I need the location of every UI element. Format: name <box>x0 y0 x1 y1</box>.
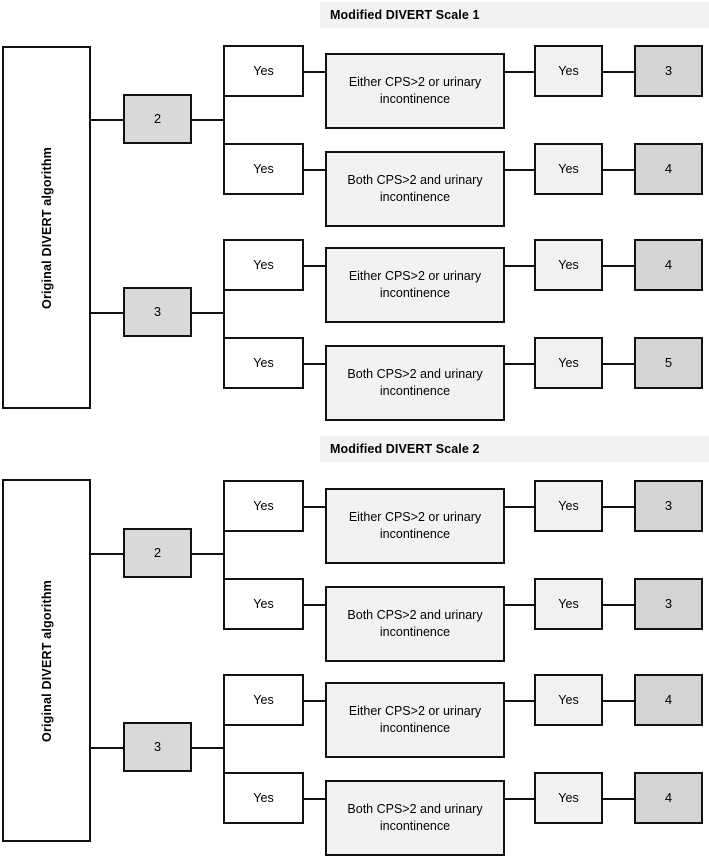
score-box-s1-b2-r2: 4 <box>634 143 703 195</box>
branch-node-2-s1: 2 <box>123 94 192 144</box>
original-divert-algorithm-box-1: Original DIVERT algorithm <box>2 46 91 409</box>
yes-box-left-s1-b2-r2: Yes <box>223 143 304 195</box>
connector-condition-to-yes-s2-b2-r2 <box>504 604 535 606</box>
connector-branch-2-to-bus-s2 <box>190 553 224 555</box>
yes-box-left-s2-b3-r2: Yes <box>223 772 304 824</box>
connector-yes-to-condition-s1-b3-r1 <box>303 265 326 267</box>
yes-box-left-s2-b2-r1: Yes <box>223 480 304 532</box>
score-box-s2-b3-r1: 4 <box>634 674 703 726</box>
section-header-scale-1: Modified DIVERT Scale 1 <box>320 2 709 28</box>
condition-box-s2-b3-r2: Both CPS>2 and urinary incontinence <box>325 780 505 856</box>
yes-box-left-s1-b3-r2: Yes <box>223 337 304 389</box>
connector-condition-to-yes-s2-b3-r1 <box>504 700 535 702</box>
yes-box-left-s2-b2-r2: Yes <box>223 578 304 630</box>
branch-node-2-s2: 2 <box>123 528 192 578</box>
score-box-s1-b2-r1: 3 <box>634 45 703 97</box>
original-divert-algorithm-label: Original DIVERT algorithm <box>39 146 54 309</box>
connector-algo-to-branch-2-s1 <box>89 119 124 121</box>
connector-yes-to-score-s1-b2-r2 <box>602 169 635 171</box>
condition-box-s1-b2-r1: Either CPS>2 or urinary incontinence <box>325 53 505 129</box>
connector-yes-to-score-s1-b3-r2 <box>602 363 635 365</box>
connector-branch-3-to-bus-s1 <box>190 312 224 314</box>
yes-box-right-s2-b3-r1: Yes <box>534 674 603 726</box>
branch-node-3-s1: 3 <box>123 287 192 337</box>
connector-yes-to-score-s1-b2-r1 <box>602 71 635 73</box>
vertical-bus-branch-2-s2 <box>223 506 225 604</box>
connector-condition-to-yes-s2-b2-r1 <box>504 506 535 508</box>
section-header-scale-2: Modified DIVERT Scale 2 <box>320 436 709 462</box>
original-divert-algorithm-label-2: Original DIVERT algorithm <box>39 579 54 742</box>
connector-algo-to-branch-2-s2 <box>89 553 124 555</box>
connector-condition-to-yes-s1-b3-r1 <box>504 265 535 267</box>
score-box-s1-b3-r2: 5 <box>634 337 703 389</box>
section-header-label-2: Modified DIVERT Scale 2 <box>330 442 480 456</box>
scale-section-1: Modified DIVERT Scale 1 Original DIVERT … <box>0 0 709 425</box>
connector-yes-to-condition-s2-b3-r2 <box>303 798 326 800</box>
original-divert-algorithm-box-2: Original DIVERT algorithm <box>2 479 91 842</box>
connector-condition-to-yes-s2-b3-r2 <box>504 798 535 800</box>
vertical-bus-branch-3-s2 <box>223 700 225 798</box>
connector-yes-to-condition-s2-b2-r1 <box>303 506 326 508</box>
connector-yes-to-condition-s1-b2-r1 <box>303 71 326 73</box>
yes-box-right-s1-b2-r2: Yes <box>534 143 603 195</box>
connector-condition-to-yes-s1-b2-r2 <box>504 169 535 171</box>
score-box-s2-b2-r1: 3 <box>634 480 703 532</box>
connector-branch-2-to-bus-s1 <box>190 119 224 121</box>
score-box-s2-b2-r2: 3 <box>634 578 703 630</box>
score-box-s1-b3-r1: 4 <box>634 239 703 291</box>
yes-box-left-s1-b2-r1: Yes <box>223 45 304 97</box>
connector-yes-to-condition-s2-b3-r1 <box>303 700 326 702</box>
connector-yes-to-score-s1-b3-r1 <box>602 265 635 267</box>
vertical-bus-branch-2-s1 <box>223 71 225 169</box>
condition-box-s1-b3-r1: Either CPS>2 or urinary incontinence <box>325 247 505 323</box>
connector-condition-to-yes-s1-b3-r2 <box>504 363 535 365</box>
yes-box-left-s2-b3-r1: Yes <box>223 674 304 726</box>
score-box-s2-b3-r2: 4 <box>634 772 703 824</box>
connector-yes-to-condition-s1-b3-r2 <box>303 363 326 365</box>
condition-box-s1-b2-r2: Both CPS>2 and urinary incontinence <box>325 151 505 227</box>
yes-box-right-s1-b2-r1: Yes <box>534 45 603 97</box>
connector-yes-to-score-s2-b3-r2 <box>602 798 635 800</box>
yes-box-right-s1-b3-r1: Yes <box>534 239 603 291</box>
connector-yes-to-score-s2-b3-r1 <box>602 700 635 702</box>
yes-box-right-s2-b3-r2: Yes <box>534 772 603 824</box>
connector-condition-to-yes-s1-b2-r1 <box>504 71 535 73</box>
connector-yes-to-condition-s1-b2-r2 <box>303 169 326 171</box>
connector-algo-to-branch-3-s1 <box>89 312 124 314</box>
connector-algo-to-branch-3-s2 <box>89 747 124 749</box>
section-header-label: Modified DIVERT Scale 1 <box>330 8 480 22</box>
scale-section-2: Modified DIVERT Scale 2 Original DIVERT … <box>0 436 709 856</box>
condition-box-s2-b2-r1: Either CPS>2 or urinary incontinence <box>325 488 505 564</box>
branch-node-3-s2: 3 <box>123 722 192 772</box>
connector-yes-to-score-s2-b2-r1 <box>602 506 635 508</box>
condition-box-s2-b2-r2: Both CPS>2 and urinary incontinence <box>325 586 505 662</box>
condition-box-s1-b3-r2: Both CPS>2 and urinary incontinence <box>325 345 505 421</box>
yes-box-left-s1-b3-r1: Yes <box>223 239 304 291</box>
yes-box-right-s1-b3-r2: Yes <box>534 337 603 389</box>
connector-yes-to-score-s2-b2-r2 <box>602 604 635 606</box>
connector-branch-3-to-bus-s2 <box>190 747 224 749</box>
condition-box-s2-b3-r1: Either CPS>2 or urinary incontinence <box>325 682 505 758</box>
yes-box-right-s2-b2-r2: Yes <box>534 578 603 630</box>
yes-box-right-s2-b2-r1: Yes <box>534 480 603 532</box>
connector-yes-to-condition-s2-b2-r2 <box>303 604 326 606</box>
vertical-bus-branch-3-s1 <box>223 265 225 363</box>
